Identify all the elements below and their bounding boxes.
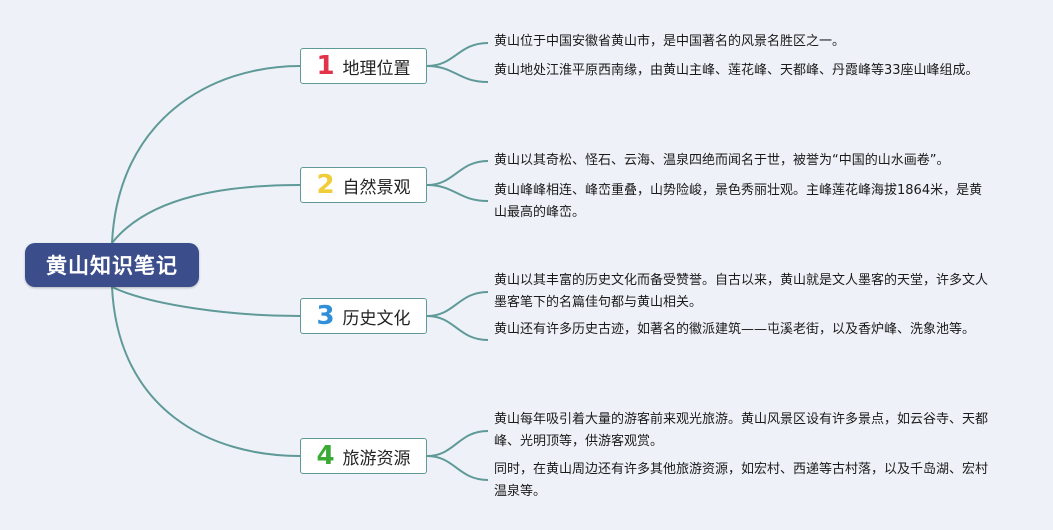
connector-root-branch-4 bbox=[111, 286, 301, 457]
branch-number-4: 4 bbox=[316, 441, 335, 471]
branch-node-tourism[interactable]: 4 旅游资源 bbox=[300, 438, 427, 474]
root-node[interactable]: 黄山知识笔记 bbox=[25, 243, 199, 287]
leaf-text: 黄山每年吸引着大量的游客前来观光旅游。黄山风景区设有许多景点，如云谷寺、天都峰、… bbox=[494, 412, 989, 449]
leaf-text: 黄山以其奇松、怪石、云海、温泉四绝而闻名于世，被誉为“中国的山水画卷”。 bbox=[494, 153, 950, 168]
connector-root-branch-2 bbox=[111, 184, 301, 244]
branch-node-history[interactable]: 3 历史文化 bbox=[300, 298, 427, 334]
connector-branch-4-leaf-1 bbox=[426, 430, 489, 457]
connector-branch-2-leaf-1 bbox=[426, 160, 489, 186]
root-title: 黄山知识笔记 bbox=[46, 254, 178, 278]
connector-branch-4-leaf-2 bbox=[426, 455, 489, 481]
branch-number-2: 2 bbox=[316, 170, 335, 200]
connector-root-branch-3 bbox=[111, 286, 301, 317]
leaf-text: 黄山位于中国安徽省黄山市，是中国著名的风景名胜区之一。 bbox=[494, 34, 846, 49]
leaf-text: 黄山地处江淮平原西南缘，由黄山主峰、莲花峰、天都峰、丹霞峰等33座山峰组成。 bbox=[494, 63, 979, 78]
branch-label: 旅游资源 bbox=[342, 448, 411, 469]
connector-branch-3-leaf-1 bbox=[426, 291, 489, 317]
branch-node-nature[interactable]: 2 自然景观 bbox=[300, 167, 427, 203]
branch-node-geography[interactable]: 1 地理位置 bbox=[300, 48, 427, 84]
branch-label: 历史文化 bbox=[342, 308, 411, 329]
leaf-text: 黄山还有许多历史古迹，如著名的徽派建筑——屯溪老街，以及香炉峰、洗象池等。 bbox=[494, 322, 976, 337]
branch-label: 地理位置 bbox=[342, 58, 411, 79]
branch-number-1: 1 bbox=[316, 51, 335, 81]
branch-number-3: 3 bbox=[316, 301, 335, 331]
connector-root-branch-1 bbox=[111, 65, 301, 244]
leaf-text: 同时，在黄山周边还有许多其他旅游资源，如宏村、西递等古村落，以及千岛湖、宏村温泉… bbox=[494, 462, 989, 499]
connector-branch-1-leaf-1 bbox=[426, 42, 489, 67]
connector-branch-1-leaf-2 bbox=[426, 65, 489, 83]
branch-label: 自然景观 bbox=[342, 177, 411, 198]
leaf-text: 黄山峰峰相连、峰峦重叠，山势险峻，景色秀丽壮观。主峰莲花峰海拔1864米，是黄山… bbox=[494, 183, 983, 220]
connector-branch-3-leaf-2 bbox=[426, 315, 489, 341]
connector-branch-2-leaf-2 bbox=[426, 184, 489, 202]
leaf-text: 黄山以其丰富的历史文化而备受赞誉。自古以来，黄山就是文人墨客的天堂，许多文人墨客… bbox=[494, 273, 989, 310]
